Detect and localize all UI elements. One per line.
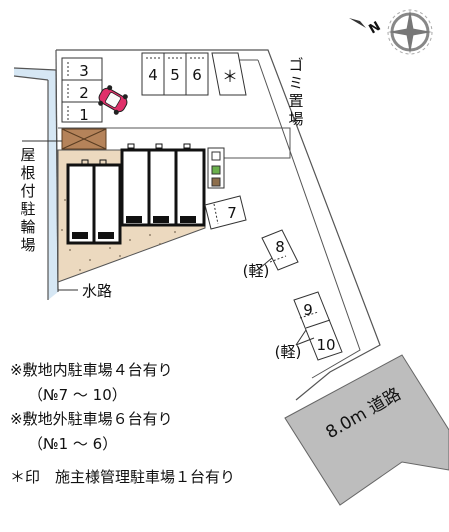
parking-slot-8: 8 [275, 238, 285, 256]
road: 8.0m 道路 [284, 354, 449, 506]
compass-north-letter: N [367, 19, 384, 37]
note-onsite-range: （№7 ～ 10） [28, 386, 127, 404]
building [66, 143, 206, 245]
garbage-station-label: ゴミ置場 [288, 56, 304, 128]
parking-slot-1: 1 [79, 106, 89, 124]
parking-slot-6: 6 [192, 66, 202, 84]
parking-slot-3: 3 [79, 62, 89, 80]
bicycle-shed [61, 128, 107, 150]
kei-label-9-10: (軽) [275, 343, 302, 361]
note-offsite-range: （№1 ～ 6） [28, 435, 118, 453]
parking-slot-8-area: 8 [261, 229, 299, 271]
note-onsite-parking: ※敷地内駐車場４台有り [10, 361, 173, 379]
parking-slot-7: 7 [227, 204, 237, 222]
note-offsite-parking: ※敷地外駐車場６台有り [10, 410, 173, 428]
kei-label-8: (軽) [243, 262, 270, 280]
parking-slot-10: 10 [316, 336, 335, 354]
waterway-label: 水路 [82, 282, 112, 300]
note-owner-parking: ＊印 施主様管理駐車場１台有り [10, 468, 236, 486]
site-boundary [55, 49, 381, 401]
car-icon [98, 85, 128, 115]
parking-area-top: 4 5 6 ＊ [141, 52, 247, 96]
parking-slot-4: 4 [148, 66, 158, 84]
parking-area-main: 3 2 1 [61, 57, 103, 124]
parking-slot-9-10-area: 9 10 [293, 291, 343, 361]
parking-slot-7-area: 7 [204, 195, 247, 230]
compass-icon: N [349, 9, 433, 55]
bicycle-shed-label: 屋根付駐輪場 [20, 146, 36, 254]
parking-slot-2: 2 [79, 84, 89, 102]
parking-slot-9: 9 [303, 301, 313, 319]
garbage-station [207, 147, 225, 189]
parking-slot-5: 5 [170, 66, 180, 84]
owner-parking-mark: ＊ [222, 67, 238, 86]
